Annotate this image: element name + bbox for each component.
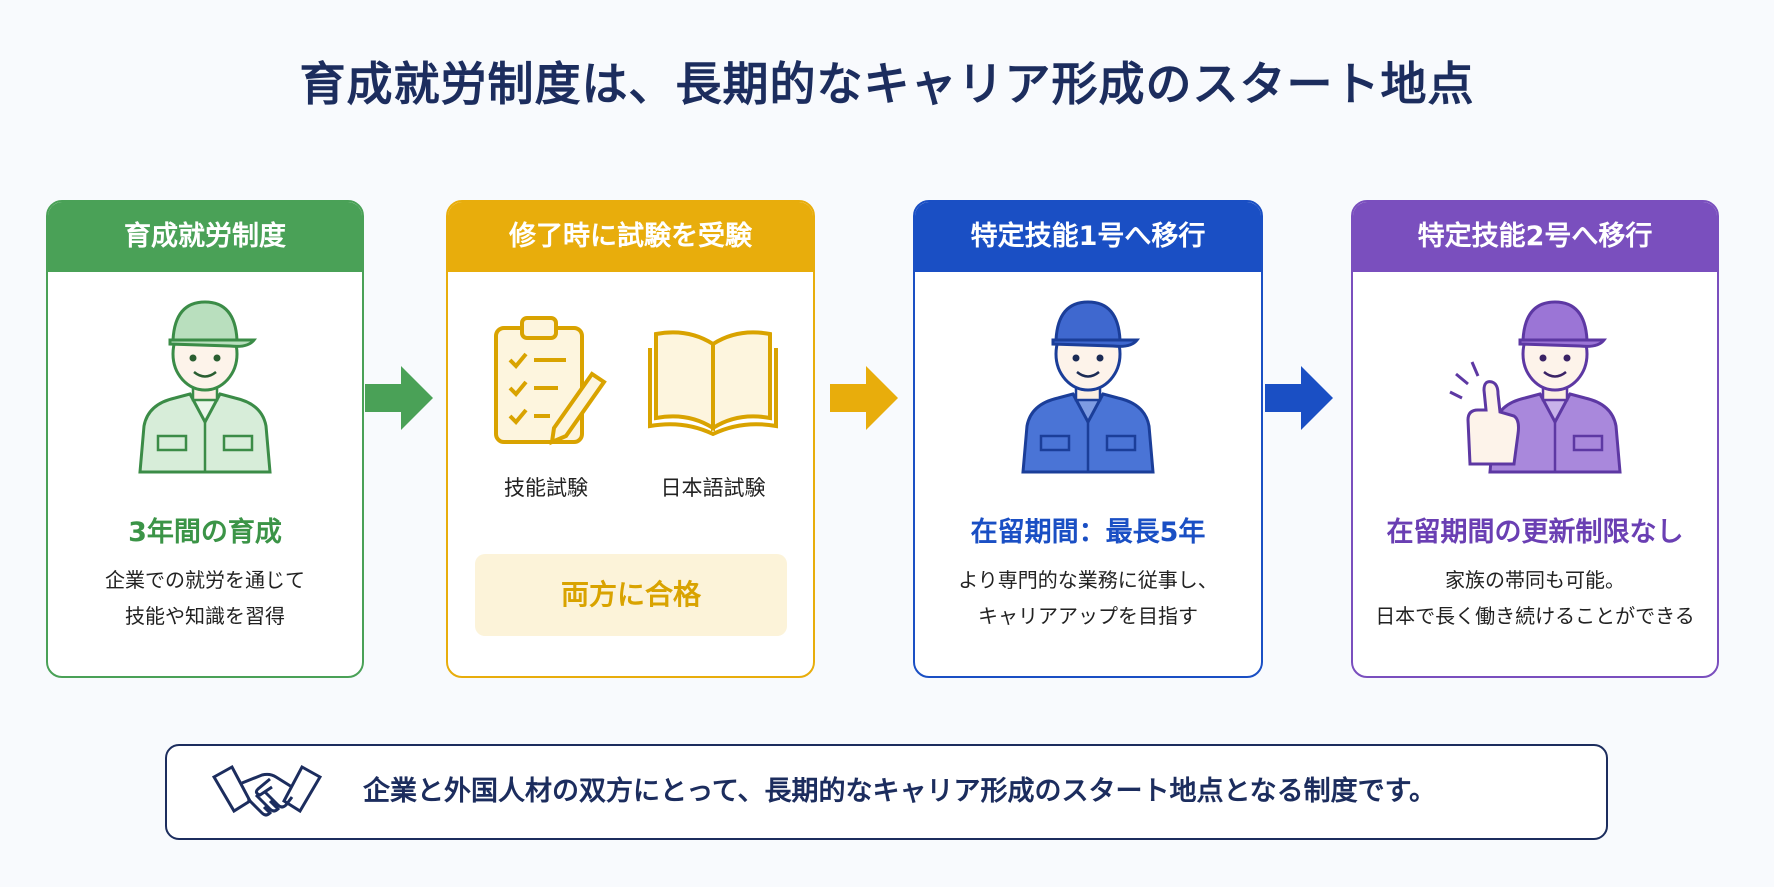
arrow-right-icon [363,362,435,438]
step-card-ssw2: 特定技能2号へ移行 在留期間の更新制限なし 家族の帯同も可能。 [1351,200,1719,678]
arrow-right-icon [828,362,900,438]
worker-thumbs-up-purple-icon [1440,294,1630,474]
step-headline: 3年間の育成 [128,517,282,548]
page-title: 育成就労制度は、長期的なキャリア形成のスタート地点 [299,57,1475,111]
step-card-training: 育成就労制度 3年間の育成 企業での就労を通じて 技能や知識を習得 [46,200,364,678]
step-card-ssw1: 特定技能1号へ移行 在留期間：最長5年 より専門的な業務に従事し、 キャリアアッ… [913,200,1263,678]
desc-line: 技能や知識を習得 [125,604,285,628]
arrow-right-icon [1263,362,1335,438]
step-headline: 在留期間：最長5年 [970,517,1206,548]
step-headline: 在留期間の更新制限なし [1386,517,1684,548]
exam-label-japanese: 日本語試験 [660,476,766,500]
exam-label-skill: 技能試験 [504,476,588,500]
step-header: 特定技能2号へ移行 [1353,202,1717,272]
handshake-icon [211,761,323,829]
desc-line: 家族の帯同も可能。 [1445,568,1625,592]
step-description: 企業での就労を通じて 技能や知識を習得 [48,562,362,634]
step-card-exam: 修了時に試験を受験 技能試験 日本語試験 両方に合格 [446,200,815,678]
desc-line: 企業での就労を通じて [105,568,305,592]
worker-green-icon [130,294,280,474]
desc-line: 日本で長く働き続けることができる [1375,604,1695,628]
clipboard-checklist-icon [488,314,608,458]
step-header: 修了時に試験を受験 [448,202,813,272]
summary-banner: 企業と外国人材の双方にとって、長期的なキャリア形成のスタート地点となる制度です。 [165,744,1608,840]
worker-blue-icon [1013,294,1163,474]
step-description: 家族の帯同も可能。 日本で長く働き続けることができる [1353,562,1717,634]
pass-box: 両方に合格 [475,554,787,636]
summary-text: 企業と外国人材の双方にとって、長期的なキャリア形成のスタート地点となる制度です。 [363,776,1436,807]
step-header: 育成就労制度 [48,202,362,272]
desc-line: より専門的な業務に従事し、 [958,568,1218,592]
desc-line: キャリアアップを目指す [978,604,1198,628]
step-header: 特定技能1号へ移行 [915,202,1261,272]
step-description: より専門的な業務に従事し、 キャリアアップを目指す [915,562,1261,634]
open-book-icon [648,326,778,440]
